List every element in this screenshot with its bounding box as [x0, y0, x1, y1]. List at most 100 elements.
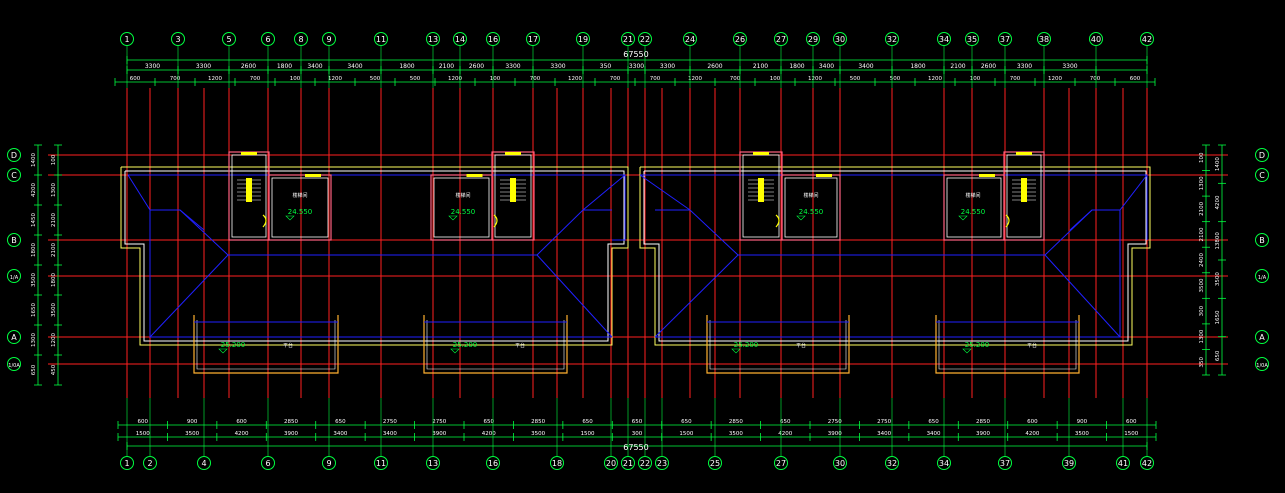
- roof-outline: [120, 166, 1151, 346]
- stair-handrail: [510, 178, 516, 202]
- axis-bubble-bottom-label: 4: [201, 459, 206, 468]
- dim-top-inner-label: 100: [290, 76, 301, 82]
- axis-bubble-right-label: C: [1259, 171, 1265, 180]
- axis-bubble-top: [621, 32, 635, 46]
- dim-top-inner-label: 700: [650, 76, 661, 82]
- axis-bubble-top: [998, 32, 1012, 46]
- dim-bottom-lower-label: 3400: [877, 431, 891, 437]
- axis-bubble-top-label: 21: [623, 35, 633, 44]
- dim-left-inner-label: 1300: [51, 183, 57, 197]
- dim-left-outer-label: 1300: [31, 333, 37, 347]
- eave-line: [639, 166, 1151, 346]
- balcony-elevation: 25.200: [734, 341, 759, 349]
- axis-bubble-top: [120, 32, 134, 46]
- door-swing: [262, 214, 267, 228]
- axis-bubble-top-label: 5: [226, 35, 231, 44]
- axis-bubble-top-label: 9: [326, 35, 331, 44]
- axis-bubble-right: [1255, 148, 1269, 162]
- dim-left-inner-label: 1200: [51, 333, 57, 347]
- dim-top-inner-label: 700: [1090, 76, 1101, 82]
- axis-bubble-top: [453, 32, 467, 46]
- dim-right-inner-label: 2100: [1199, 227, 1205, 241]
- dim-top-outer-label: 2600: [469, 63, 484, 70]
- axis-bubble-bottom: [998, 456, 1012, 470]
- dim-bottom-upper-label: 650: [928, 419, 939, 425]
- axis-bubble-bottom: [486, 456, 500, 470]
- dim-left-inner-label: 2100: [51, 243, 57, 257]
- dim-bottom-lower-label: 4200: [1025, 431, 1039, 437]
- axis-bubble-bottom: [1116, 456, 1130, 470]
- dim-bottom-upper-label: 650: [483, 419, 494, 425]
- stair-room-inner: [784, 177, 838, 238]
- parapet-line: [124, 170, 625, 342]
- axis-bubble-bottom: [621, 456, 635, 470]
- axis-bubble-top-label: 16: [488, 35, 498, 44]
- dim-top-outer-label: 3400: [819, 63, 834, 70]
- axis-bubble-bottom: [833, 456, 847, 470]
- door-swing: [1005, 214, 1010, 228]
- axis-bubble-bottom-label: 21: [623, 459, 633, 468]
- roof-hip-line: [639, 174, 691, 211]
- balconies: [193, 315, 1080, 374]
- room-name: 楼梯间: [292, 192, 307, 199]
- dim-top-outer-label: 3400: [858, 63, 873, 70]
- dim-bottom-upper-label: 2750: [877, 419, 891, 425]
- dim-right-inner-label: 100: [1199, 152, 1205, 163]
- door-swing: [493, 214, 498, 228]
- dim-right-inner-label: 2100: [1199, 201, 1205, 215]
- dim-right-outer-label: 1650: [1215, 310, 1221, 324]
- axis-bubble-bottom-label: 13: [428, 459, 438, 468]
- axis-bubble-bottom-label: 25: [710, 459, 720, 468]
- axis-bubble-top: [774, 32, 788, 46]
- axis-bubble-top-label: 6: [265, 35, 270, 44]
- dim-right-inner-label: 350: [1199, 356, 1205, 367]
- axis-bubble-top-label: 24: [685, 35, 695, 44]
- axis-bubble-left: [7, 168, 21, 182]
- axis-bubble-top-label: 22: [640, 35, 650, 44]
- axis-bubble-top: [222, 32, 236, 46]
- stair-room-inner: [271, 177, 329, 238]
- axis-bubble-top-label: 13: [428, 35, 438, 44]
- axis-bubble-bottom: [1062, 456, 1076, 470]
- axis-bubble-bottom-label: 20: [606, 459, 616, 468]
- axis-bubble-right: [1255, 233, 1269, 247]
- stair-room-inner: [433, 177, 490, 238]
- roof-hip-line: [149, 254, 229, 338]
- axis-bubble-top: [885, 32, 899, 46]
- balcony-rail: [193, 315, 339, 374]
- dim-top-inner-label: 1200: [328, 76, 342, 82]
- elevation-mark: [285, 215, 295, 221]
- dim-left-inner-label: 3500: [51, 303, 57, 317]
- dim-bottom-lower-label: 1500: [679, 431, 693, 437]
- axis-bubble-left-label: 1/0A: [8, 363, 20, 369]
- room-name: 楼梯间: [455, 192, 470, 199]
- roof-hip-line: [179, 209, 205, 231]
- dim-top-inner-label: 700: [1010, 76, 1021, 82]
- axis-bubble-top: [322, 32, 336, 46]
- eave-line: [120, 166, 629, 346]
- dim-right-inner-label: 1300: [1199, 329, 1205, 343]
- dim-left-outer-label: 1800: [31, 243, 37, 257]
- dim-top-outer-label: 2600: [707, 63, 722, 70]
- roof-hip-line: [536, 254, 613, 338]
- balcony-rail: [423, 315, 568, 374]
- axis-bubble-top: [937, 32, 951, 46]
- dim-top-inner-label: 600: [1130, 76, 1141, 82]
- roof-hip-line: [582, 174, 626, 211]
- dim-top-inner-label: 700: [610, 76, 621, 82]
- dim-top-inner-label: 500: [850, 76, 861, 82]
- axis-bubble-bottom: [708, 456, 722, 470]
- axis-bubble-top: [806, 32, 820, 46]
- dim-bottom-upper-label: 600: [1027, 419, 1038, 425]
- dim-top-outer-label: 3400: [347, 63, 362, 70]
- dim-bottom-lower-label: 3500: [729, 431, 743, 437]
- dim-top-outer-label: 2100: [753, 63, 768, 70]
- dim-top-outer-label: 3300: [196, 63, 211, 70]
- axis-bubble-top-label: 38: [1039, 35, 1049, 44]
- dim-bottom-upper-label: 2750: [432, 419, 446, 425]
- balcony-name: 平台: [283, 342, 293, 349]
- dim-top-inner-label: 700: [730, 76, 741, 82]
- axis-bubble-top-label: 29: [808, 35, 818, 44]
